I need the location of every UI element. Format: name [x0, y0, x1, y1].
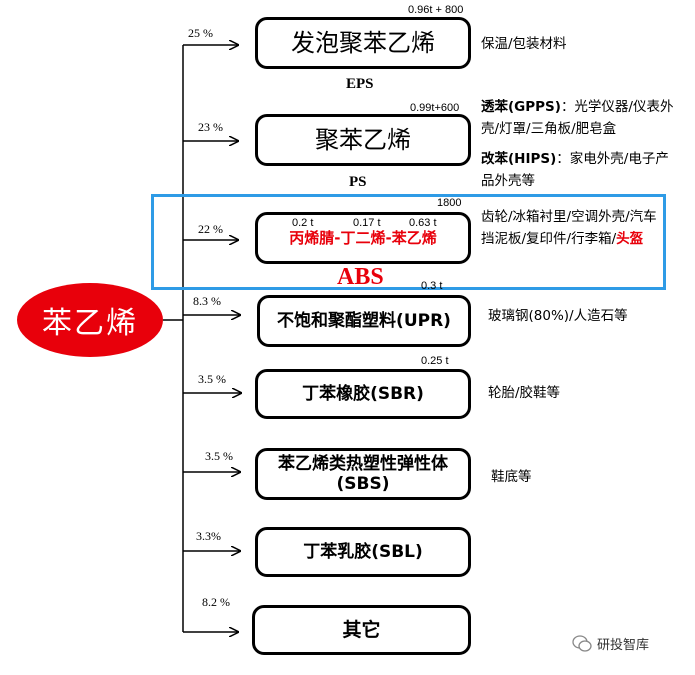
note-upr: 玻璃钢(80%)/人造石等: [488, 308, 628, 324]
node-abs: 丙烯腈-丁二烯-苯乙烯: [255, 212, 471, 264]
pct-eps: 25 %: [188, 26, 213, 40]
node-other: 其它: [252, 605, 471, 655]
ratio-acrylonitrile: 0.2 t: [292, 217, 314, 229]
node-ps-label: 聚苯乙烯: [315, 125, 411, 154]
ratio-styrene: 0.63 t: [409, 217, 437, 229]
note-ps: 透苯(GPPS)：光学仪器/仪表外壳/灯罩/三角板/肥皂盒: [481, 96, 681, 140]
node-sbl: 丁苯乳胶(SBL): [255, 527, 471, 577]
note-abs: 齿轮/冰箱衬里/空调外壳/汽车挡泥板/复印件/行李箱/头盔: [481, 206, 665, 250]
note-sbs: 鞋底等: [491, 469, 532, 485]
abbr-eps: EPS: [346, 76, 374, 92]
note-gpps: ：光学仪器/仪表外壳/灯罩/三角板/肥皂盒: [481, 99, 674, 137]
node-ps: 聚苯乙烯: [255, 114, 471, 166]
root-node-styrene: 苯乙烯: [17, 283, 163, 357]
pct-abs: 22 %: [198, 222, 223, 236]
watermark: 研投智库: [572, 634, 649, 653]
qty-upr: 0.3 t: [421, 280, 443, 292]
node-sbs-label: 苯乙烯类热塑性弹性体(SBS): [278, 453, 448, 494]
note-eps: 保温/包装材料: [481, 36, 567, 52]
node-sbr: 丁苯橡胶(SBR): [255, 369, 471, 419]
wechat-icon: [572, 635, 592, 652]
note-abs-text: 齿轮/冰箱衬里/空调外壳/汽车挡泥板/复印件/行李箱/: [481, 209, 657, 247]
note-hips: 改苯(HIPS)：家电外壳/电子产品外壳等: [481, 148, 681, 192]
node-upr: 不饱和聚酯塑料(UPR): [257, 295, 471, 347]
qty-sbr: 0.25 t: [421, 355, 449, 367]
node-sbr-label: 丁苯橡胶(SBR): [302, 383, 424, 404]
qty-eps: 0.96t + 800: [408, 4, 464, 16]
node-eps-label: 发泡聚苯乙烯: [291, 28, 435, 57]
node-sbs: 苯乙烯类热塑性弹性体(SBS): [255, 448, 471, 500]
node-abs-label: 丙烯腈-丁二烯-苯乙烯: [289, 229, 437, 247]
pct-sbs: 3.5 %: [205, 449, 233, 463]
pct-ps: 23 %: [198, 120, 223, 134]
node-sbl-label: 丁苯乳胶(SBL): [303, 541, 423, 562]
note-hips-title: 改苯(HIPS): [481, 151, 557, 167]
note-sbr: 轮胎/胶鞋等: [488, 385, 561, 401]
qty-abs: 1800: [437, 197, 462, 209]
note-hips-text: ：家电外壳/电子产品外壳等: [481, 151, 669, 189]
note-abs-helmet: 头盔: [616, 231, 644, 247]
note-gpps-title: 透苯(GPPS): [481, 99, 561, 115]
node-other-label: 其它: [342, 618, 381, 641]
node-eps: 发泡聚苯乙烯: [255, 17, 471, 69]
pct-upr: 8.3 %: [193, 294, 221, 308]
abbr-ps: PS: [349, 174, 367, 190]
watermark-text: 研投智库: [597, 638, 650, 653]
qty-ps: 0.99t+600: [410, 102, 460, 114]
ratio-butadiene: 0.17 t: [353, 217, 381, 229]
pct-sbr: 3.5 %: [198, 372, 226, 386]
pct-other: 8.2 %: [202, 595, 230, 609]
node-upr-label: 不饱和聚酯塑料(UPR): [277, 310, 451, 331]
abbr-abs: ABS: [337, 264, 384, 290]
pct-sbl: 3.3%: [196, 529, 221, 543]
abs-highlight-frame: [151, 194, 666, 290]
